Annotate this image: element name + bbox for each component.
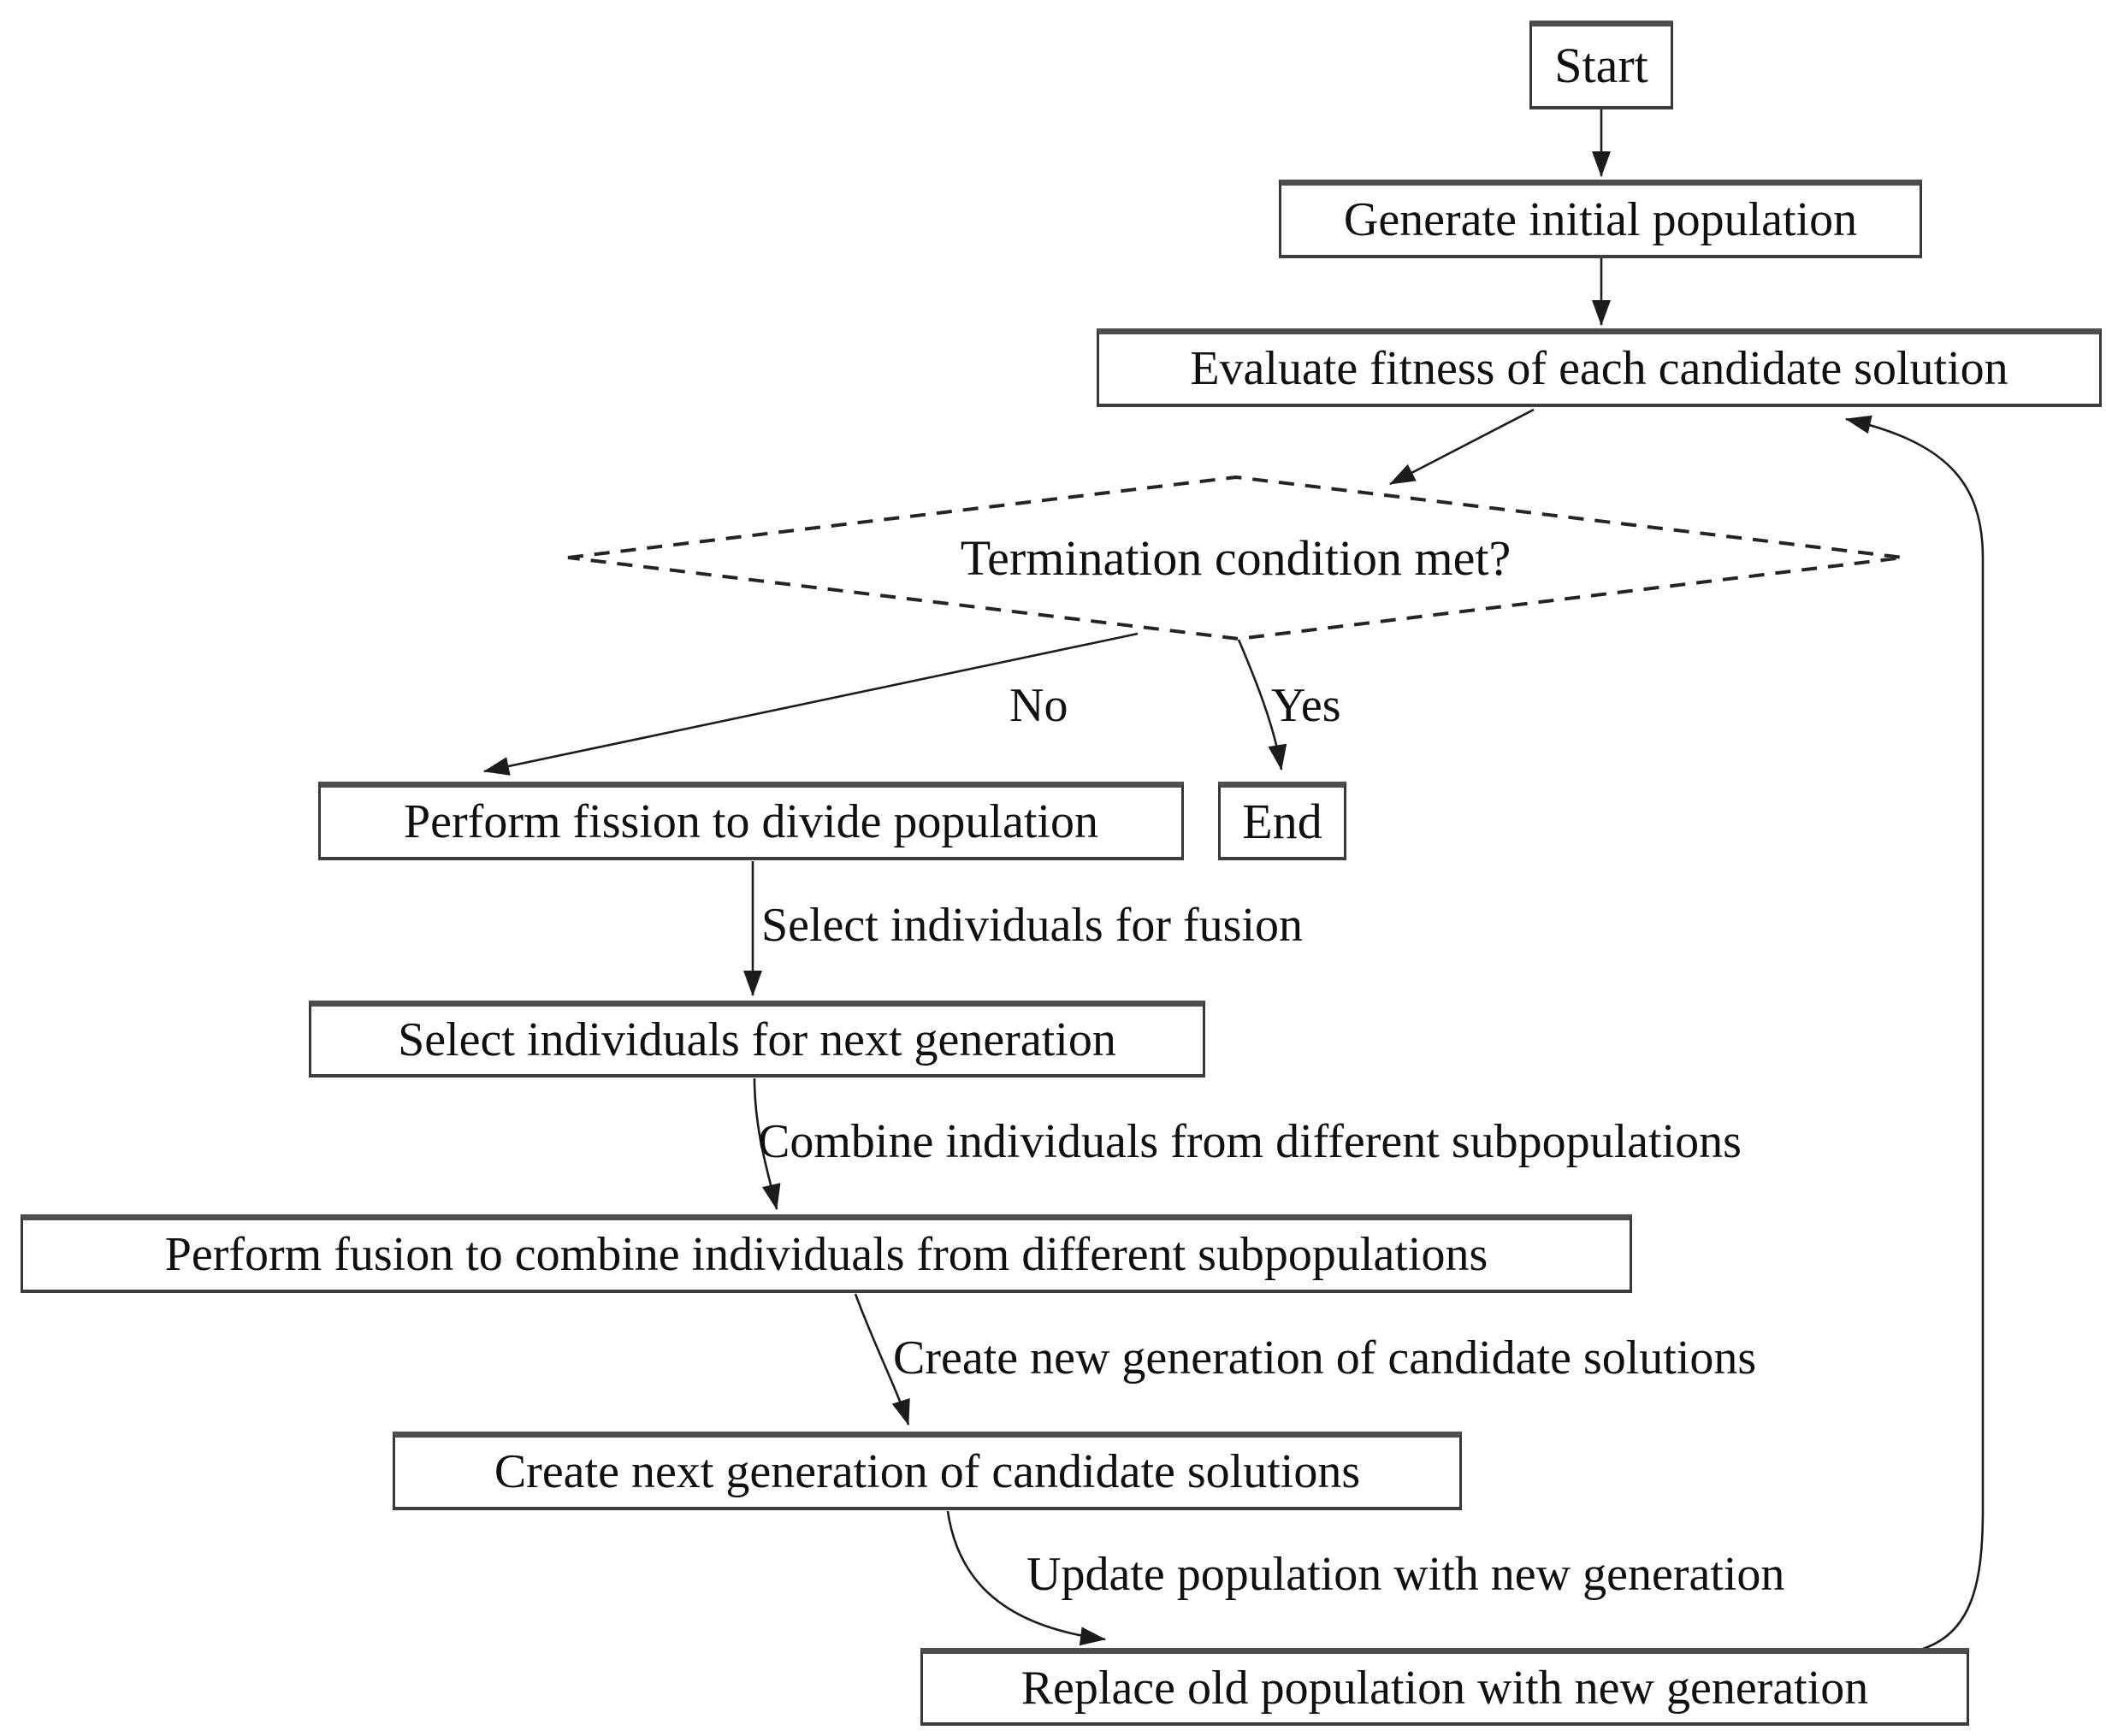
edge-label-update-population: Update population with new generation [1026,1548,1785,1601]
node-generate-initial-population: Generate initial population [1279,180,1922,258]
edge-fusion-to-create-next [854,1293,910,1426]
node-perform-fission: Perform fission to divide population [318,782,1184,860]
node-evaluate-fitness: Evaluate fitness of each candidate solut… [1097,328,2102,407]
edge-label-create-new-generation: Create new generation of candidate solut… [893,1332,1757,1385]
node-start: Start [1529,21,1673,109]
edge-label-combine-individuals: Combine individuals from different subpo… [758,1115,1742,1168]
edge-label-no: No [1009,679,1068,732]
edge-termination-yes-to-end [1237,639,1287,771]
edge-create-next-to-replace [946,1510,1106,1646]
node-perform-fusion: Perform fusion to combine individuals fr… [21,1214,1632,1293]
edge-evaluate-to-termination [1389,408,1535,486]
edge-label-select-individuals-for-fusion: Select individuals for fusion [761,899,1304,952]
node-create-next-generation: Create next generation of candidate solu… [393,1432,1462,1510]
edge-label-yes: Yes [1271,679,1341,732]
edge-termination-no-to-fission [483,632,1139,776]
edge-select-next-to-fusion [753,1078,781,1210]
node-select-individuals-next-generation: Select individuals for next generation [309,1001,1205,1078]
node-replace-old-population: Replace old population with new generati… [920,1648,1969,1726]
node-termination-condition-label: Termination condition met? [960,530,1511,586]
edge-replace-to-evaluate-feedback [1845,415,1985,1650]
node-end: End [1218,782,1346,860]
decision-diamond-shape [567,475,1904,641]
